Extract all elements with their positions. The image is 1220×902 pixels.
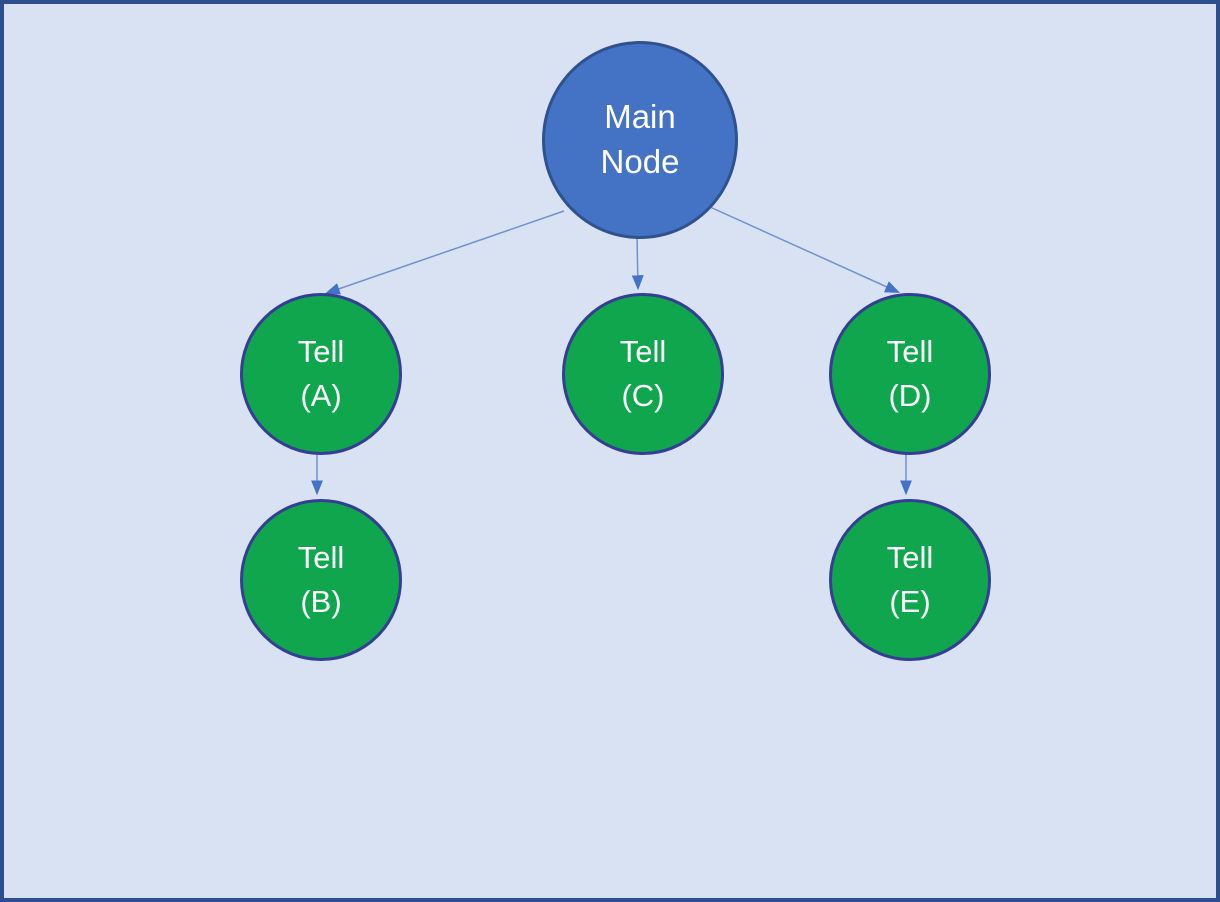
node-tell-e[interactable]: Tell (E) <box>829 499 991 661</box>
edge-main-to-c <box>631 235 644 291</box>
node-tell-a-label: Tell (A) <box>297 333 345 413</box>
node-tell-a[interactable]: Tell (A) <box>240 293 402 455</box>
node-tell-c-label: Tell (C) <box>619 333 667 413</box>
edge-main-to-a <box>324 210 565 295</box>
edge-main-to-d <box>709 206 901 293</box>
node-main[interactable]: Main Node <box>542 41 738 239</box>
node-tell-d[interactable]: Tell (D) <box>829 293 991 455</box>
node-main-label: Main Node <box>600 98 680 180</box>
node-tell-b-label: Tell (B) <box>297 539 345 619</box>
node-tell-e-label: Tell (E) <box>886 539 934 619</box>
node-tell-d-label: Tell (D) <box>886 333 934 413</box>
node-tell-c[interactable]: Tell (C) <box>562 293 724 455</box>
node-tell-b[interactable]: Tell (B) <box>240 499 402 661</box>
